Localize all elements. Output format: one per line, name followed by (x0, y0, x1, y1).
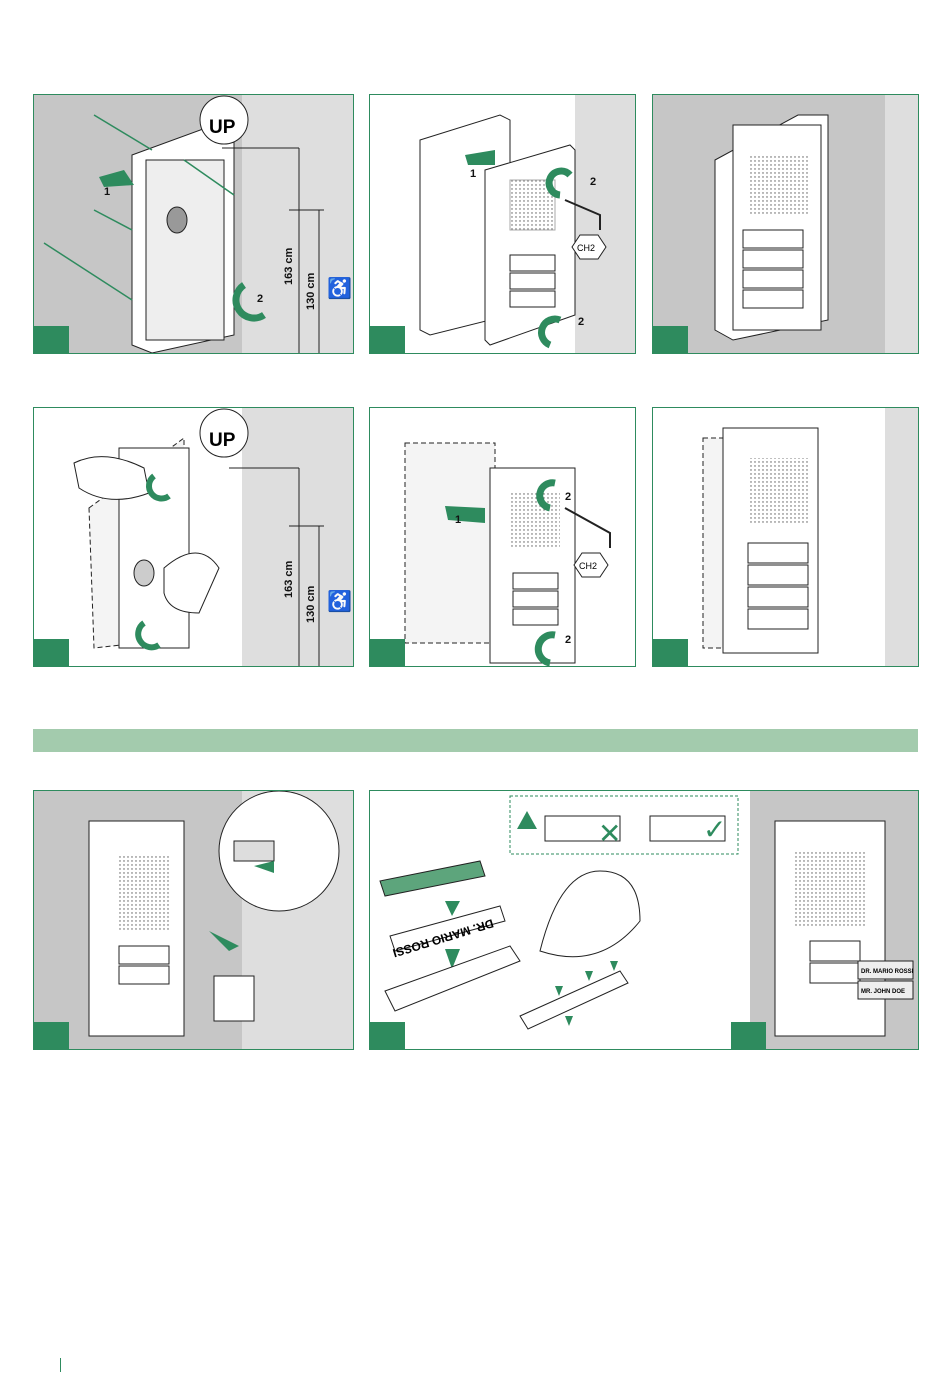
panel-attach-front-flush: 1 2 2 CH2 (369, 407, 636, 667)
svg-text:CH2: CH2 (577, 243, 595, 253)
wrong-icon: ✕ (598, 818, 621, 849)
svg-text:2: 2 (257, 293, 263, 305)
svg-text:2: 2 (578, 316, 584, 328)
svg-text:2: 2 (565, 491, 571, 503)
hex-key-icon (564, 199, 601, 230)
panel-attach-front: 1 2 2 CH2 (369, 94, 636, 354)
panel-flush-mount-box: UP 163 cm 130 cm ♿ (33, 407, 354, 667)
svg-text:130 cm: 130 cm (305, 272, 317, 310)
svg-text:130 cm: 130 cm (305, 585, 317, 623)
step-marker (34, 639, 69, 666)
svg-text:DR. MARIO ROSSI: DR. MARIO ROSSI (861, 969, 914, 975)
step-marker (34, 326, 69, 353)
svg-text:1: 1 (470, 168, 476, 180)
up-callout (199, 95, 249, 145)
accessibility-icon: ♿ (327, 276, 352, 300)
svg-text:163 cm: 163 cm (283, 560, 295, 598)
warning-box (509, 795, 739, 855)
svg-text:MR. JOHN DOE: MR. JOHN DOE (861, 989, 905, 995)
hand-icon (163, 552, 220, 614)
hand-icon (539, 870, 641, 958)
correct-icon: ✓ (703, 814, 726, 845)
svg-text:CH2: CH2 (579, 561, 597, 571)
svg-text:1: 1 (104, 186, 110, 198)
arrow-1-icon (99, 170, 134, 187)
svg-text:2: 2 (565, 634, 571, 646)
panel-surface-mount-box: 1 2 UP 163 cm 130 cm ♿ (33, 94, 354, 354)
panel-nameplate-insert: ✕ ✓ DR. MARIO ROSSI DR. MARIO ROSSI MR. … (369, 790, 919, 1050)
svg-text:2: 2 (590, 176, 596, 188)
panel-remove-button-cover (33, 790, 354, 1050)
rotate-arrow-icon (232, 282, 266, 322)
svg-text:UP: UP (209, 430, 236, 451)
mount-box (131, 124, 235, 353)
nameplate-cover (379, 860, 486, 897)
step-marker (370, 1022, 405, 1049)
step-marker (370, 326, 405, 353)
nameplate-labels: DR. MARIO ROSSI MR. JOHN DOE (857, 960, 914, 1000)
accessibility-icon: ♿ (327, 589, 352, 613)
section-divider-bar (33, 729, 918, 752)
svg-text:1: 1 (455, 514, 461, 526)
step-marker (370, 639, 405, 666)
footer-rule (60, 1358, 61, 1372)
front-plate (484, 144, 576, 346)
warning-icon (517, 811, 537, 829)
step-marker (653, 326, 688, 353)
step-marker (653, 639, 688, 666)
step-marker (34, 1022, 69, 1049)
svg-text:163 cm: 163 cm (283, 247, 295, 285)
panel-flush-result (652, 407, 919, 667)
panel-mounted-result (652, 94, 919, 354)
svg-text:UP: UP (209, 117, 236, 138)
step-marker (731, 1022, 766, 1049)
